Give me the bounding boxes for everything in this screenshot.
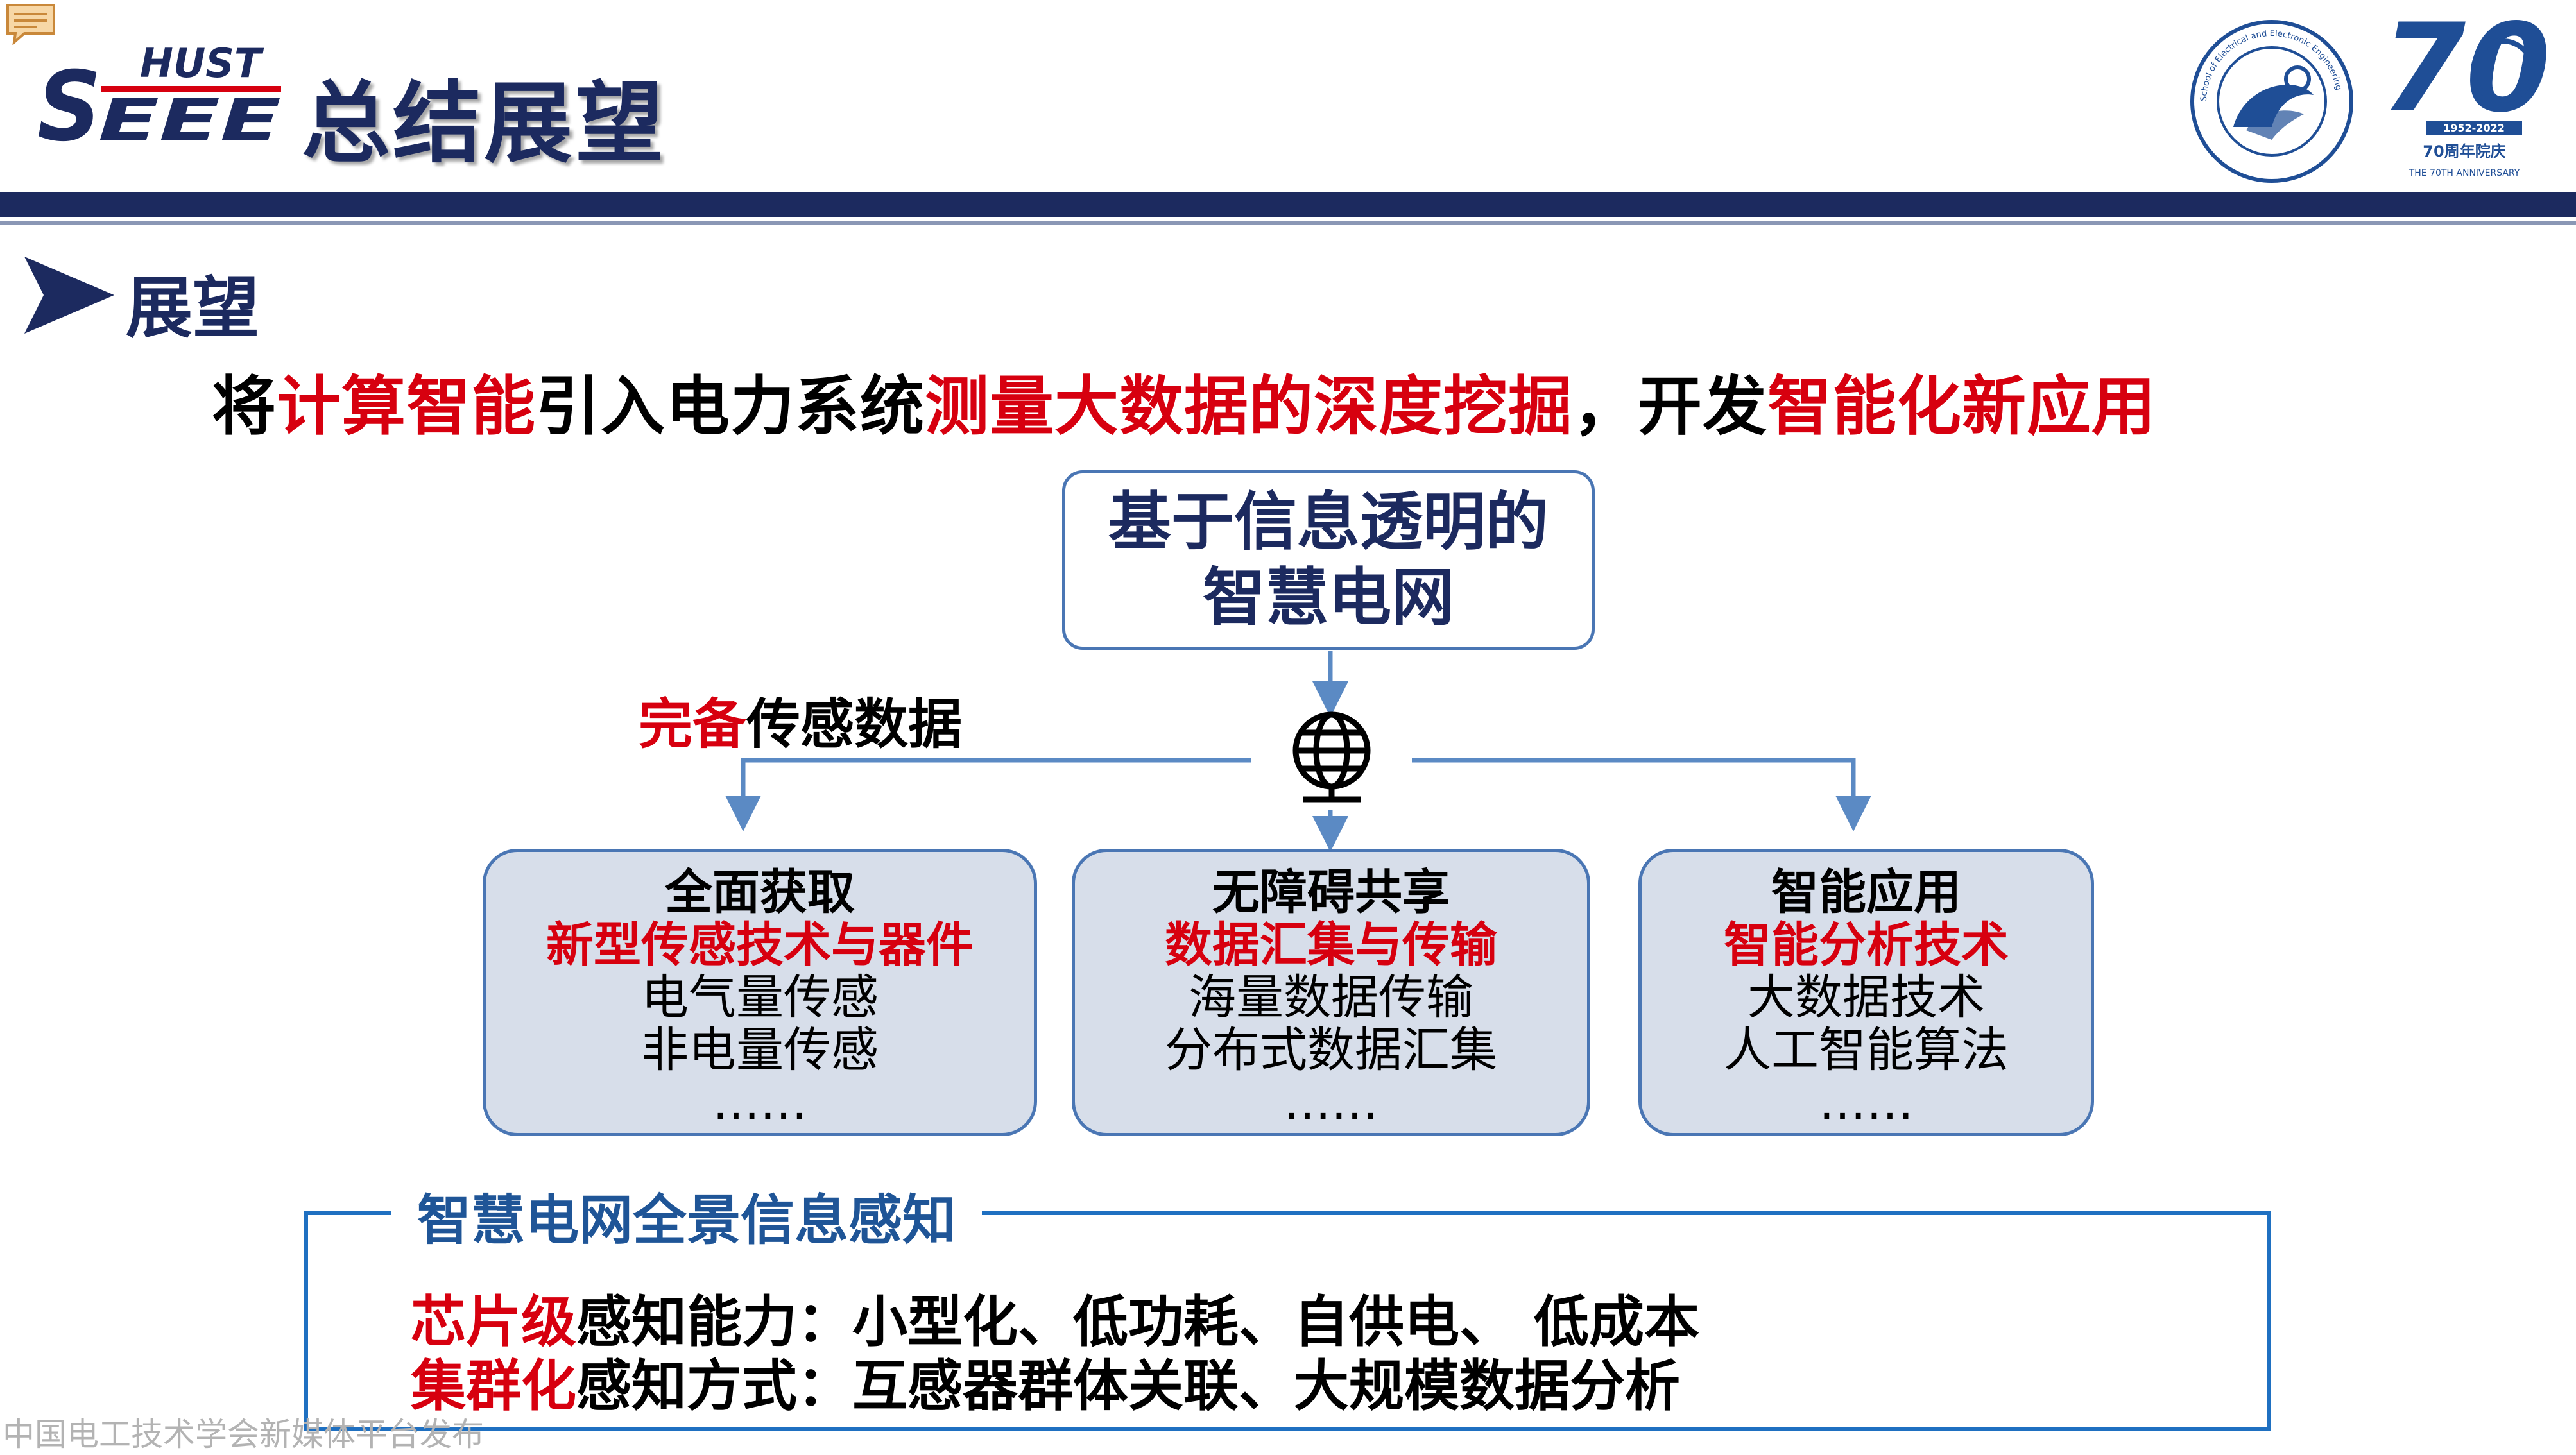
card-subtitle: 新型传感技术与器件: [546, 917, 974, 973]
card-ellipsis: ……: [1284, 1075, 1378, 1130]
panoramic-sensing-frame: [304, 1211, 2271, 1431]
chip-level-text: 感知能力：小型化、低功耗、自供电、 低成本: [576, 1290, 1699, 1354]
smart-grid-box-line-2: 智慧电网: [1202, 561, 1454, 634]
chip-level-highlight: 芯片级: [411, 1290, 576, 1354]
panoramic-sensing-title: 智慧电网全景信息感知: [391, 1177, 983, 1255]
statement-highlight: 智能化新应用: [1767, 369, 2156, 444]
card-title: 全面获取: [665, 865, 855, 920]
card-title: 智能应用: [1771, 865, 1961, 920]
card-subtitle: 智能分析技术: [1724, 917, 2009, 973]
statement-highlight: 计算智能: [277, 369, 536, 444]
header-rule-thin: [0, 221, 2576, 225]
anniversary-number: 70: [2381, 14, 2548, 139]
card-item: 海量数据传输: [1189, 970, 1473, 1025]
anniversary-logo: 70 1952-2022 70周年院庆 THE 70TH ANNIVERSARY: [2381, 14, 2548, 178]
comment-icon[interactable]: [5, 3, 56, 45]
cluster-highlight: 集群化: [411, 1354, 576, 1418]
card-title: 无障碍共享: [1212, 865, 1450, 920]
chevron-right-icon: [24, 257, 114, 334]
svg-text:EEE: EEE: [98, 87, 281, 153]
smart-grid-box: 基于信息透明的 智慧电网: [1062, 470, 1595, 650]
main-statement: 将计算智能引入电力系统测量大数据的深度挖掘，开发智能化新应用: [212, 354, 2156, 447]
statement-part: 引入电力系统: [536, 369, 925, 444]
card-item: 非电量传感: [641, 1023, 879, 1078]
globe-network-icon: [1292, 711, 1371, 803]
logo-hust-text: HUST: [140, 44, 264, 87]
card-comprehensive-acquisition: 全面获取 新型传感技术与器件 电气量传感 非电量传感 ……: [483, 849, 1037, 1136]
header-rule: [0, 192, 2576, 217]
card-ellipsis: ……: [1819, 1075, 1914, 1130]
anniversary-years: 1952-2022: [2443, 122, 2505, 134]
card-barrier-free-sharing: 无障碍共享 数据汇集与传输 海量数据传输 分布式数据汇集 ……: [1072, 849, 1590, 1136]
card-item: 大数据技术: [1747, 970, 1985, 1025]
cluster-sensing-line: 集群化感知方式：互感器群体关联、大规模数据分析: [411, 1341, 1680, 1421]
sensing-data-text: 传感数据: [746, 693, 963, 756]
card-ellipsis: ……: [712, 1075, 807, 1130]
page-title: 总结展望: [302, 72, 667, 175]
card-item: 分布式数据汇集: [1165, 1023, 1497, 1078]
smart-grid-box-line-1: 基于信息透明的: [1108, 486, 1549, 559]
card-intelligent-application: 智能应用 智能分析技术 大数据技术 人工智能算法 ……: [1638, 849, 2094, 1136]
sensing-data-highlight: 完备: [639, 693, 747, 756]
cluster-text: 感知方式：互感器群体关联、大规模数据分析: [576, 1354, 1680, 1418]
hust-seee-logo: HUST S EEE: [37, 44, 281, 153]
watermark: 中国电工技术学会新媒体平台发布: [3, 1416, 484, 1453]
anniversary-caption: 70周年院庆: [2423, 142, 2505, 160]
chip-level-sensing-line: 芯片级感知能力：小型化、低功耗、自供电、 低成本: [411, 1277, 1699, 1357]
statement-part: ，开发: [1573, 369, 1767, 444]
statement-highlight: 测量大数据的深度挖掘: [925, 369, 1573, 444]
card-item: 人工智能算法: [1724, 1023, 2009, 1078]
card-subtitle: 数据汇集与传输: [1165, 917, 1497, 973]
anniversary-caption-en: THE 70TH ANNIVERSARY: [2409, 168, 2520, 178]
svg-text:S: S: [37, 51, 101, 153]
section-heading: 展望: [126, 269, 260, 347]
school-seal-logo: School of Electrical and Electronic Engi…: [2190, 20, 2353, 183]
card-item: 电气量传感: [641, 970, 879, 1025]
statement-part: 将: [212, 369, 277, 444]
sensing-data-label: 完备传感数据: [639, 681, 962, 759]
